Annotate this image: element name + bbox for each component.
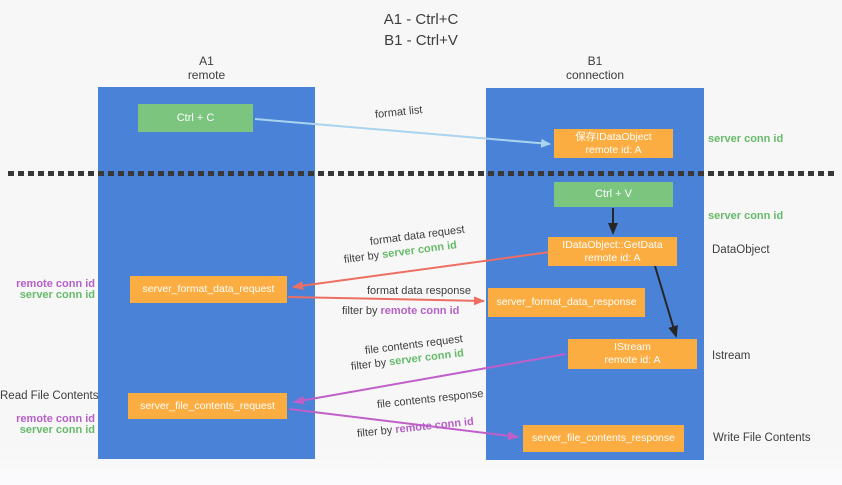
getdata-line1: IDataObject::GetData	[562, 238, 663, 251]
left-label-server-conn-id-1: server conn id	[19, 288, 95, 301]
save-idataobject-line1: 保存IDataObject	[575, 130, 652, 143]
right-label-dataobject: DataObject	[712, 244, 770, 256]
server-format-data-response-node: server_format_data_response	[488, 288, 645, 317]
left-label-server-conn-id-2: server conn id	[19, 423, 95, 436]
right-label-server-conn-id-1: server conn id	[708, 133, 784, 145]
format-data-response-arrow	[287, 296, 485, 306]
left-conn-id-pair-1: remote conn id server conn id	[0, 279, 95, 300]
right-label-write-file-contents: Write File Contents	[713, 432, 811, 444]
server-file-contents-response-label: server_file_contents_response	[531, 432, 675, 444]
column-header-b1: B1 connection	[486, 54, 704, 82]
diagram-title: A1 - Ctrl+C B1 - Ctrl+V	[0, 9, 842, 51]
server-file-contents-request-node: server_file_contents_request	[128, 393, 287, 419]
ctrl-c-label: Ctrl + C	[176, 111, 215, 124]
left-label-remote-conn-id-1: remote conn id	[16, 278, 95, 290]
ctrl-c-node: Ctrl + C	[138, 104, 253, 132]
ctrl-v-label: Ctrl + V	[595, 188, 632, 200]
right-label-istream: Istream	[712, 350, 751, 362]
left-label-read-file-contents: Read File Contents	[0, 390, 99, 402]
save-idataobject-line2: remote id: A	[585, 143, 642, 156]
column-a1-subtitle: remote	[187, 68, 226, 82]
filter-by-text: filter by	[342, 305, 381, 317]
file-contents-response-arrow	[288, 408, 519, 441]
server-file-contents-response-node: server_file_contents_response	[523, 425, 684, 452]
file-contents-request-arrow	[293, 353, 567, 405]
server-file-contents-request-label: server_file_contents_request	[140, 399, 275, 412]
format-data-request-arrow	[292, 251, 551, 291]
column-b1-subtitle: connection	[565, 68, 625, 82]
ctrl-v-node: Ctrl + V	[554, 182, 673, 207]
getdata-to-istream-arrow	[654, 265, 678, 338]
idataobject-getdata-node: IDataObject::GetData remote id: A	[548, 237, 677, 266]
remote-conn-id-key: remote conn id	[380, 305, 460, 317]
right-label-server-conn-id-2: server conn id	[708, 210, 784, 222]
title-line-b1: B1 - Ctrl+V	[384, 32, 458, 49]
format-list-arrow	[254, 118, 551, 148]
istream-line2: remote id: A	[604, 354, 661, 366]
column-b1-name: B1	[587, 54, 603, 68]
getdata-line2: remote id: A	[584, 251, 641, 264]
title-line-a1: A1 - Ctrl+C	[383, 11, 459, 28]
server-format-data-response-label: server_format_data_response	[496, 296, 637, 308]
column-header-a1: A1 remote	[98, 54, 315, 82]
flow-filter-format-data-response: filter by remote conn id	[342, 305, 459, 317]
istream-line1: IStream	[614, 341, 651, 353]
server-format-data-request-node: server_format_data_request	[130, 276, 287, 303]
istream-node: IStream remote id: A	[568, 339, 697, 369]
flow-label-format-data-response: format data response	[367, 285, 471, 297]
left-conn-id-pair-2: remote conn id server conn id	[0, 414, 95, 435]
server-format-data-request-label: server_format_data_request	[142, 283, 275, 295]
column-a1-name: A1	[199, 54, 214, 68]
left-label-remote-conn-id-2: remote conn id	[16, 413, 95, 425]
save-idataobject-node: 保存IDataObject remote id: A	[554, 129, 673, 158]
dashed-divider-line	[8, 171, 834, 176]
